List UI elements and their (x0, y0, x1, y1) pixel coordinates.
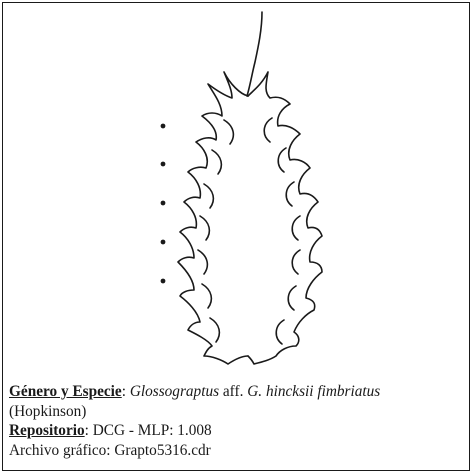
caption-line-species: Género y Especie: Glossograptus aff. G. … (9, 382, 467, 402)
repository-label: Repositorio (9, 422, 85, 439)
species-aff: aff. (219, 383, 247, 400)
thecal-hook (204, 184, 213, 208)
thecal-hook (202, 284, 211, 308)
marker-dot (161, 162, 166, 167)
rhabdosome-right-outline (248, 72, 322, 364)
species-genus-name: Glossograptus (130, 383, 219, 400)
thecal-hook (198, 250, 207, 274)
thecal-hook (200, 216, 209, 240)
marker-dot (161, 201, 166, 206)
thecal-hook (276, 320, 284, 344)
thecae-marker-dots (161, 124, 166, 284)
repository-value: DCG - MLP: 1.008 (93, 422, 212, 439)
caption-line-repository: Repositorio: DCG - MLP: 1.008 (9, 421, 467, 441)
specimen-caption: Género y Especie: Glossograptus aff. G. … (9, 382, 467, 460)
thecal-hook (210, 318, 219, 342)
thecal-hook (264, 118, 272, 142)
graphic-file-line: Archivo gráfico: Grapto5316.cdr (9, 441, 467, 461)
thecal-hook (212, 150, 221, 174)
thecal-hook (224, 120, 233, 144)
genus-species-label: Género y Especie (9, 383, 122, 400)
thecal-hook (292, 250, 300, 274)
species-comparison-name: G. hincksii fimbriatus (247, 383, 380, 400)
thecal-hook (292, 216, 300, 240)
separator: : (85, 422, 93, 439)
marker-dot (161, 240, 166, 245)
species-author: (Hopkinson) (9, 402, 467, 422)
thecal-hook (288, 286, 296, 310)
marker-dot (161, 124, 166, 129)
thecal-hook (278, 148, 286, 172)
separator: : (122, 383, 130, 400)
marker-dot (161, 279, 166, 284)
thecal-hook (286, 182, 294, 206)
